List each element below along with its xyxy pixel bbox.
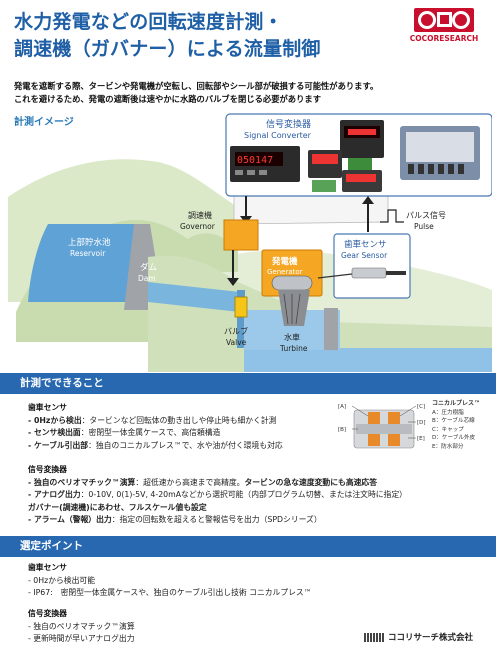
reservoir-jp: 上部貯水池 [68,237,111,248]
intro-line-1: 発電を遮断する際、タービンや発電機が空転し、回転部やシール部が破損する可能性があ… [14,81,379,91]
image-section-label: 計測イメージ [14,117,74,128]
measure-section-heading: 計測でできること [0,373,496,394]
converter-device-2 [340,120,384,158]
intro-line-2: これを避けるため、発電の遮断後は速やかに水路のバルブを閉じる必要があります [14,94,321,104]
pulse-jp: パルス信号 [406,210,446,220]
footer-company-name: ココリサーチ株式会社 [388,633,474,643]
conical-press-legend: コニカルプレス™ A：圧力樹脂 B：ケーブル芯線 C：キャップ D：ケーブル外皮… [432,400,480,451]
select-converter-block: 信号変換器 - 独自のペリオマチック™演算 - 更新時間が早いアナログ出力 [28,608,135,646]
intro-text: 発電を遮断する際、タービンや発電機が空転し、回転部やシール部が破損する可能性があ… [14,80,486,106]
legend-tag-e: [E] [417,436,425,442]
pulse-en: Pulse [414,222,434,231]
gear-sensor-en: Gear Sensor [341,251,388,260]
turbine-en: Turbine [279,344,308,353]
legend-title: コニカルプレス™ [432,400,481,407]
measure-gear-item: - センサ検出面：密閉型一体金属ケースで、高信頼構造 [28,428,221,437]
turbine-runner [278,290,310,326]
valve [234,296,248,318]
legend-tag-c: [C] [417,404,425,410]
valve-jp: バルブ [224,326,248,336]
gear-sensor-box [333,233,411,299]
title-line-1: 水力発電などの回転速度計測・ [14,11,283,33]
pulse-waveform-icon [380,209,404,223]
measure-converter-block: 信号変換器 - 独自のペリオマチック™演算：超低速から高速まで高精度。タービンの… [28,464,407,527]
dam-jp: ダム [140,262,157,273]
valve-en: Valve [226,338,247,347]
measure-gear-title: 歯車センサ [28,403,67,412]
hydro-diagram: 信号変換器 Signal Converter 050147 調速機 Govern… [8,113,492,372]
measure-converter-item: - 独自のペリオマチック™演算：超低速から高速まで高精度。タービンの急な速度変動… [28,477,378,487]
generator-en: Generator [267,268,303,276]
measure-converter-item: - アラーム（警報）出力：指定の回転数を超えると警報信号を出力（SPDシリーズ） [28,515,322,524]
select-section-heading: 選定ポイント [0,536,496,557]
governor-en: Governor [180,222,216,231]
converter-display: 050147 [237,155,273,166]
select-gear-title: 歯車センサ [28,563,67,572]
select-converter-item: - 更新時間が早いアナログ出力 [28,634,135,643]
legend-tag-a: [A] [338,404,346,410]
generator-jp: 発電機 [271,256,298,267]
legend-tag-d: [D] [417,420,426,426]
legend-tag-b: [B] [338,427,346,433]
legend-item: E：防水部分 [432,443,464,450]
logo-text: COCORESEARCH [409,34,479,43]
penstock-pipe [148,282,240,312]
signal-converter-en: Signal Converter [244,131,312,140]
gear-sensor-jp: 歯車センサ [344,239,387,250]
dam-en: Dam [138,274,156,283]
measure-gear-item: - ケーブル引出部：独自のコニカルプレス™で、水や油が付く環境も対応 [28,440,283,450]
select-gear-item: - IP67: 密閉型一体金属ケースや、独自のケーブル引出し技術 コニカルプレス… [28,588,312,597]
gear-sensor-device [351,267,387,279]
turbine-jp: 水車 [284,332,300,342]
measure-gear-block: 歯車センサ - 0Hzから検出：タービンなど回転体の動き出しや停止時も細かく計測… [28,402,283,452]
legend-item: A：圧力樹脂 [432,409,464,416]
select-converter-item: - 独自のペリオマチック™演算 [28,621,135,631]
page-title: 水力発電などの回転速度計測・ 調速機（ガバナー）による流量制御 [14,9,404,63]
select-gear-item: - 0Hzから検出可能 [28,575,95,585]
reservoir-en: Reservoir [70,249,106,258]
logo-mark-icon [414,8,474,32]
legend-item: B：ケーブル芯線 [432,418,475,424]
signal-converter-jp: 信号変換器 [266,118,311,130]
title-line-2: 調速機（ガバナー）による流量制御 [14,38,321,60]
legend-item: D：ケーブル外皮 [432,435,476,441]
select-converter-title: 信号変換器 [28,609,67,618]
conical-press-illustration: [A] [B] [C] [D] [E] [338,404,426,449]
measure-converter-item: ガバナー(調速機)にあわせ、フルスケール値も設定 [28,502,207,512]
company-mark-icon [364,632,384,642]
measure-gear-item: - 0Hzから検出：タービンなど回転体の動き出しや停止時も細かく計測 [28,415,277,425]
footer-company: ココリサーチ株式会社 [364,631,473,643]
company-logo: COCORESEARCH [402,8,486,46]
measure-converter-title: 信号変換器 [28,465,67,474]
governor-jp: 調速機 [188,210,212,220]
measure-converter-item: - アナログ出力：0-10V, 0(1)-5V, 4-20mAなどから選択可能（… [28,490,407,499]
governor-box [223,219,259,251]
select-gear-block: 歯車センサ - 0Hzから検出可能 - IP67: 密閉型一体金属ケースや、独自… [28,562,312,600]
legend-item: C：キャップ [432,426,464,433]
